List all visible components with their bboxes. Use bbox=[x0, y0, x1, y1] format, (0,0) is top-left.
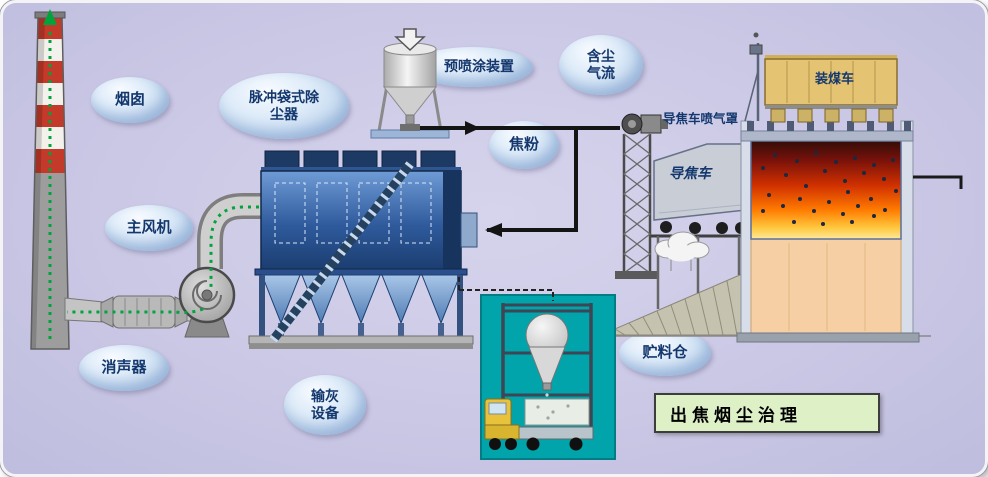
bubble-bag-filter-line1: 脉冲袋式除 bbox=[249, 88, 319, 105]
bubble-layer: 烟囱 脉冲袋式除 尘器 预喷涂装置 含尘 气流 焦粉 主风机 消声器 输灰 设备… bbox=[3, 3, 985, 474]
bubble-dust-flow-line1: 含尘 bbox=[587, 47, 615, 64]
bubble-bag-filter-line2: 尘器 bbox=[270, 106, 298, 122]
bubble-ash-conveyor: 输灰 设备 bbox=[284, 375, 366, 435]
bubble-dust-flow: 含尘 气流 bbox=[559, 35, 643, 95]
bubble-dust-flow-line2: 气流 bbox=[587, 65, 615, 81]
bubble-pre-spray: 预喷涂装置 bbox=[411, 47, 533, 87]
bubble-muffler: 消声器 bbox=[79, 345, 169, 391]
bubble-pre-spray-label: 预喷涂装置 bbox=[444, 58, 514, 75]
bubble-storage-bin: 贮料仓 bbox=[619, 330, 711, 376]
bubble-main-fan-label: 主风机 bbox=[126, 218, 172, 236]
bubble-muffler-label: 消声器 bbox=[101, 358, 147, 376]
bubble-chimney: 烟囱 bbox=[91, 77, 169, 123]
bubble-coke-powder-label: 焦粉 bbox=[508, 135, 539, 153]
bubble-storage-bin-label: 贮料仓 bbox=[642, 343, 688, 361]
bubble-ash-conveyor-line2: 设备 bbox=[311, 405, 339, 421]
bubble-chimney-label: 烟囱 bbox=[114, 90, 145, 108]
bubble-ash-conveyor-line1: 输灰 bbox=[311, 387, 339, 404]
bubble-main-fan: 主风机 bbox=[105, 205, 193, 251]
bubble-coke-powder: 焦粉 bbox=[489, 121, 559, 169]
bubble-bag-filter: 脉冲袋式除 尘器 bbox=[219, 73, 349, 139]
